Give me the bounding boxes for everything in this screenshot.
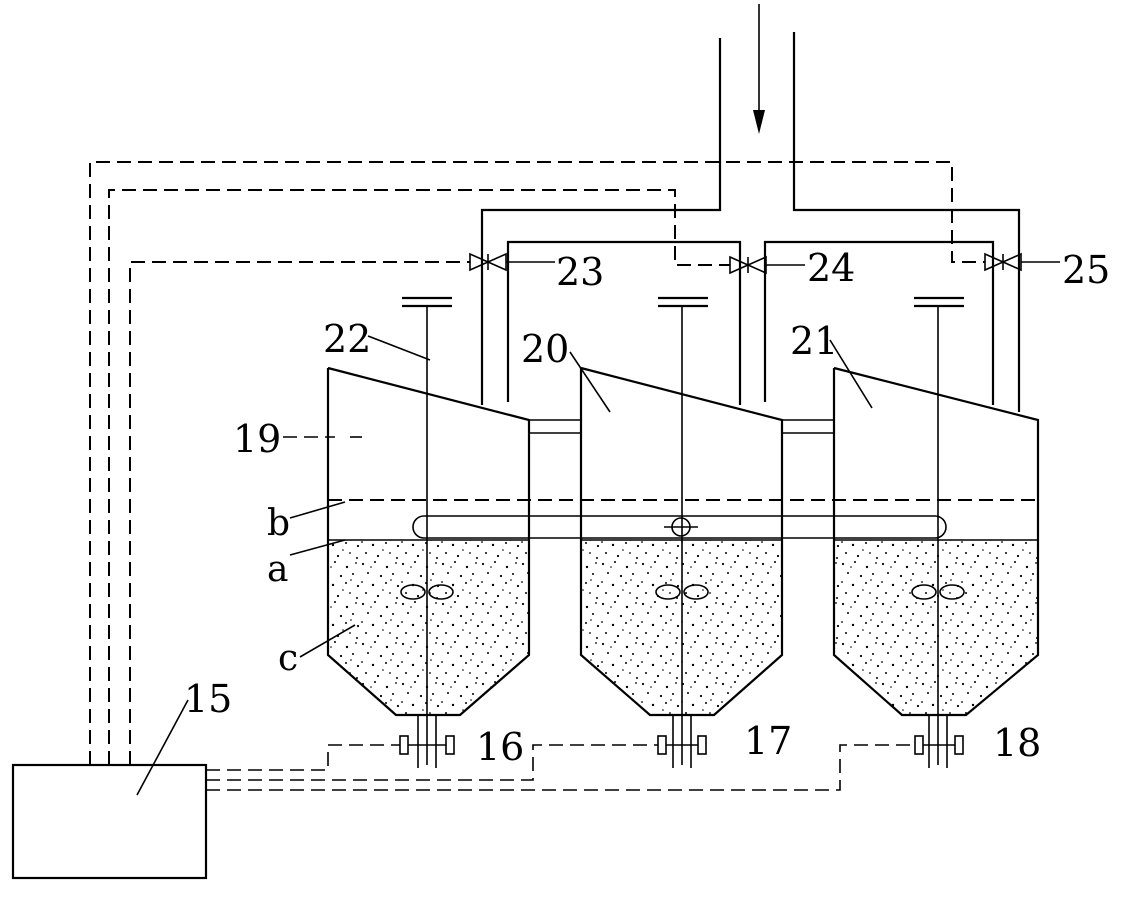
outlet-valve-17 [657, 715, 707, 768]
tank-1 [326, 366, 531, 717]
label-21: 21 [790, 319, 838, 363]
outlet-valve-18 [914, 715, 964, 768]
collector-pipe [412, 515, 947, 539]
label-17: 17 [744, 719, 792, 763]
tank-connectors [529, 419, 834, 434]
outlet-valve-16 [399, 715, 455, 768]
tank-3 [832, 366, 1040, 717]
label-20: 20 [521, 327, 569, 371]
label-19: 19 [233, 417, 281, 461]
feed-inlet [480, 4, 1021, 412]
label-18: 18 [993, 721, 1041, 765]
valve-25 [984, 252, 1022, 272]
leader-lines [136, 261, 1060, 796]
agitator-1 [400, 296, 454, 765]
label-22: 22 [323, 317, 371, 361]
agitator-3 [911, 296, 965, 765]
label-a: a [267, 549, 288, 590]
valve-24 [729, 255, 767, 275]
label-23: 23 [556, 250, 604, 294]
label-15: 15 [184, 677, 232, 721]
label-b: b [267, 503, 290, 544]
label-c: c [278, 638, 298, 679]
agitator-2 [655, 296, 709, 765]
control-lines-top [89, 161, 985, 765]
label-25: 25 [1062, 248, 1110, 292]
control-lines-bottom [206, 744, 915, 791]
control-unit-box [11, 763, 208, 880]
label-16: 16 [476, 725, 524, 769]
label-24: 24 [807, 246, 855, 290]
down-arrow-icon [753, 110, 765, 134]
valve-23 [469, 252, 507, 272]
